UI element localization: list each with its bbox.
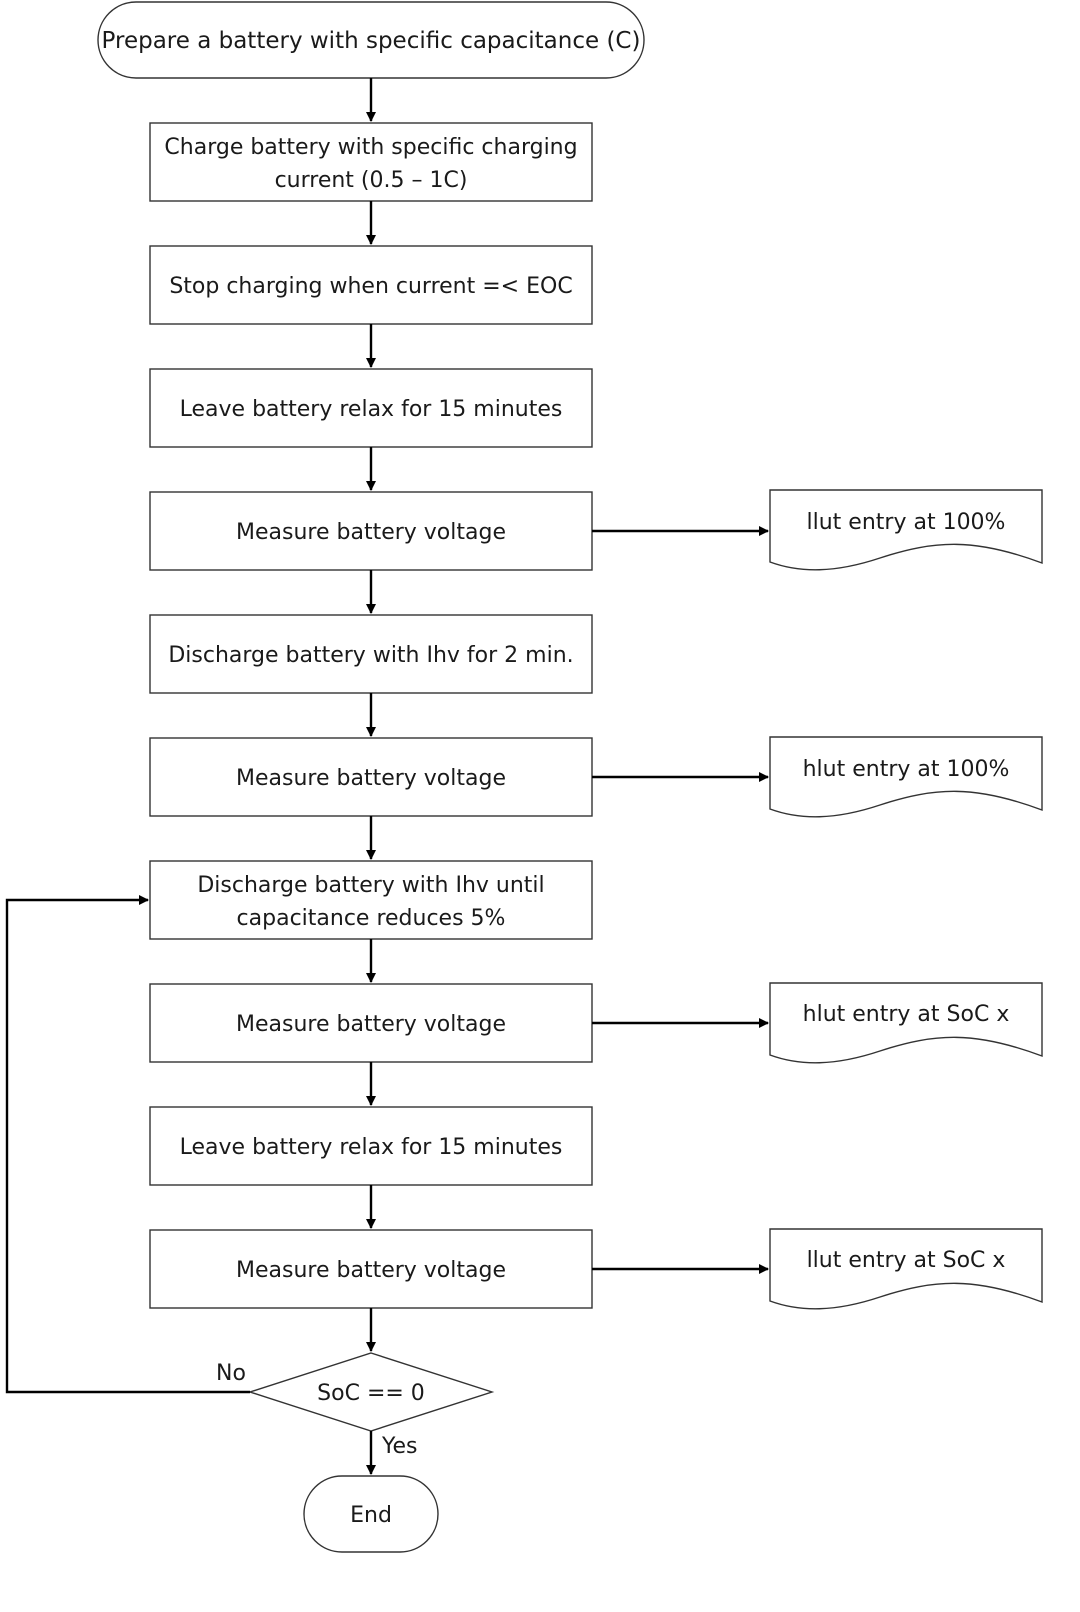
step-label: Leave battery relax for 15 minutes — [180, 397, 563, 422]
no-branch-label: No — [216, 1361, 246, 1386]
process-step-relax: Leave battery relax for 15 minutes — [149, 368, 593, 448]
output-document: hlut entry at 100% — [769, 736, 1043, 818]
process-step-relax: Leave battery relax for 15 minutes — [149, 1106, 593, 1186]
process-step-measure: Measure battery voltage — [149, 1229, 593, 1309]
step-label: Discharge battery with Ihv for 2 min. — [168, 643, 573, 668]
end-label: End — [350, 1503, 392, 1528]
yes-branch-label: Yes — [381, 1434, 418, 1459]
process-step-measure: Measure battery voltage — [149, 737, 593, 817]
output-label: llut entry at 100% — [807, 510, 1006, 535]
output-document: llut entry at 100% — [769, 489, 1043, 571]
step-label: Leave battery relax for 15 minutes — [180, 1135, 563, 1160]
step-label: Measure battery voltage — [236, 520, 506, 545]
step-label: Discharge battery with Ihv until — [197, 873, 544, 898]
output-document: llut entry at SoC x — [769, 1228, 1043, 1310]
step-label: Measure battery voltage — [236, 1012, 506, 1037]
output-label: hlut entry at SoC x — [803, 1002, 1010, 1027]
end-terminal: End — [303, 1475, 439, 1553]
step-label: capacitance reduces 5% — [237, 906, 506, 931]
loop-back-arrow — [5, 895, 250, 1394]
output-label: llut entry at SoC x — [807, 1248, 1006, 1273]
output-document: hlut entry at SoC x — [769, 982, 1043, 1064]
step-label: Measure battery voltage — [236, 766, 506, 791]
start-terminal: Prepare a battery with specific capacita… — [97, 1, 645, 79]
process-step-discharge: Discharge battery with Ihv for 2 min. — [149, 614, 593, 694]
decision-diamond: SoC == 0 — [247, 1352, 495, 1432]
output-label: hlut entry at 100% — [803, 757, 1010, 782]
start-label: Prepare a battery with specific capacita… — [102, 28, 641, 54]
process-step-discharge-until: Discharge battery with Ihv until capacit… — [149, 860, 593, 940]
step-label: Measure battery voltage — [236, 1258, 506, 1283]
step-label: Stop charging when current =< EOC — [169, 274, 572, 299]
decision-label: SoC == 0 — [317, 1381, 425, 1406]
process-step-measure: Measure battery voltage — [149, 491, 593, 571]
process-step-charge: Charge battery with specific charging cu… — [149, 122, 593, 202]
step-label: current (0.5 – 1C) — [275, 168, 468, 193]
step-label: Charge battery with specific charging — [164, 135, 577, 160]
process-step-stop: Stop charging when current =< EOC — [149, 245, 593, 325]
process-step-measure: Measure battery voltage — [149, 983, 593, 1063]
